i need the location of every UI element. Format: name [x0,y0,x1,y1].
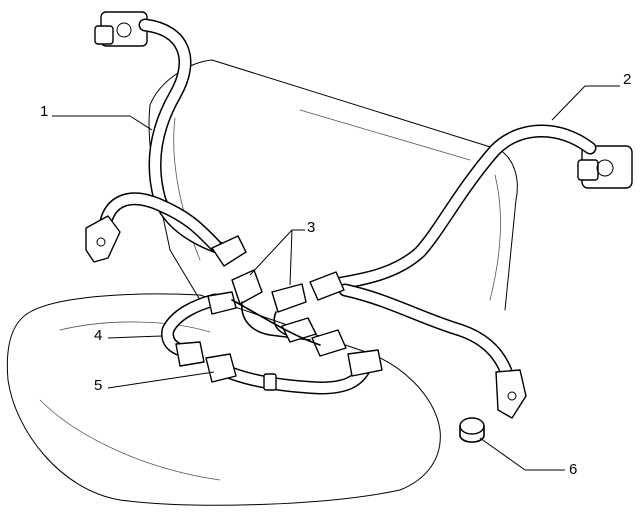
cap-6 [459,417,485,443]
seat-backrest-outline [148,59,518,311]
tongue-plate-left [211,235,247,267]
callout-6: 6 [569,461,577,478]
tongue-plate-right [309,271,345,301]
buckle-b [271,283,307,313]
callout-3: 3 [307,219,315,236]
callout-5: 5 [94,377,102,394]
callout-4: 4 [94,327,102,344]
anchor-plate-left [85,215,121,263]
seat-cushion-outline [6,293,441,506]
callout-1: 1 [40,103,48,120]
belt-assembly-1 [85,11,247,267]
lap-belt-5 [205,349,383,395]
buckle-a [231,269,263,305]
lap-belt-4 [161,291,321,367]
anchor-plate-right [495,369,527,419]
buckle-set-3 [231,269,347,357]
leader-lines [52,85,620,471]
callout-2: 2 [623,71,631,88]
belt-assembly-2 [309,124,633,419]
